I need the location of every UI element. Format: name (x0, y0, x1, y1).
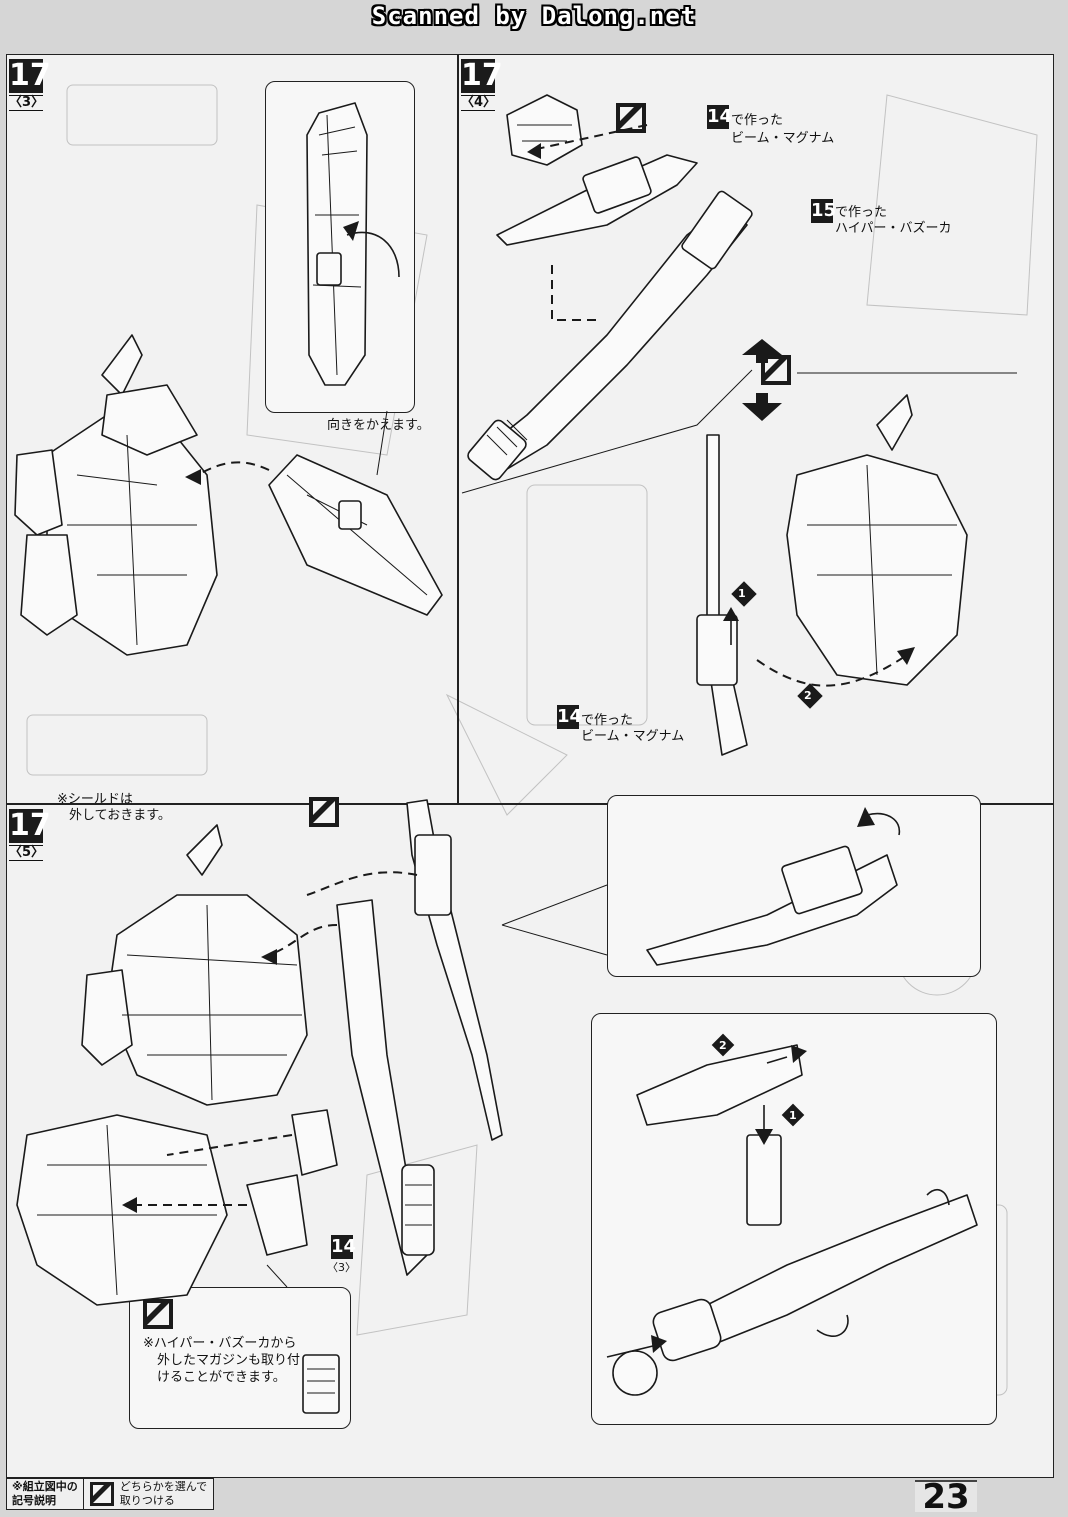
badge-2: 2 (719, 1039, 727, 1052)
panel-divider-vertical-top (457, 55, 459, 803)
magazine-note-line3: けることができます。 (157, 1370, 286, 1385)
page-number: 23 (915, 1480, 977, 1514)
legend-label-line1: ※組立図中の (12, 1480, 78, 1493)
shield-note-line2: 外しておきます。 (69, 808, 171, 823)
magazine-note-line1: ※ハイパー・バズーカから (143, 1336, 297, 1351)
choice-icon (143, 1299, 173, 1329)
panel-divider-horizontal (7, 803, 1053, 805)
badge-2: 2 (804, 689, 812, 702)
choice-icon (89, 1482, 114, 1506)
callout-note: 向きをかえます。 (327, 418, 430, 433)
choice-icon (309, 797, 339, 827)
ref-step-14-box: 14 (557, 705, 583, 729)
badge-1: 1 (789, 1109, 797, 1122)
ref-step-15-box: 15 (811, 199, 837, 223)
ref-step-14-box: 14 (331, 1235, 357, 1259)
step-17-5-illustration (16, 799, 978, 1414)
step-17-4-illustration (461, 94, 1017, 756)
shield-note-line1: ※シールドは (57, 792, 133, 807)
step-sub-number: 〈4〉 (461, 95, 497, 111)
legend-text-line2: 取りつける (119, 1494, 175, 1507)
scan-credit: Scanned by Dalong.net (371, 2, 697, 30)
magazine-note-line2: 外したマガジンも取り付 (157, 1353, 301, 1368)
choice-icon (616, 103, 646, 133)
step-sub-number: 〈3〉 (9, 95, 45, 111)
ref-14b-line1: で作った (581, 713, 634, 728)
ref-15-line1: で作った (835, 205, 888, 220)
symbol-legend: ※組立図中の 記号説明 どちらかを選んで 取りつける (6, 1478, 246, 1510)
badge-1: 1 (738, 587, 746, 600)
ref-step-14-box: 14 (707, 105, 733, 129)
ref-15-line2: ハイパー・バズーカ (835, 221, 952, 236)
ref-14-line2: ビーム・マグナム (731, 131, 835, 146)
legend-text: どちらかを選んで 取りつける (120, 1480, 207, 1508)
ref-sub: 〈3〉 (327, 1261, 356, 1274)
ref-14-line1: で作った (731, 113, 784, 128)
legend-label: ※組立図中の 記号説明 (6, 1478, 84, 1510)
legend-text-line1: どちらかを選んで (119, 1480, 208, 1493)
instruction-page: 17 〈3〉 向きをかえます。 (6, 54, 1054, 1478)
step-17-3-illustration (14, 102, 443, 656)
ref-14b-line2: ビーム・マグナム (581, 729, 685, 744)
legend-label-line2: 記号説明 (12, 1494, 56, 1507)
step-sub-number: 〈5〉 (9, 845, 45, 861)
legend-body: どちらかを選んで 取りつける (83, 1478, 215, 1510)
